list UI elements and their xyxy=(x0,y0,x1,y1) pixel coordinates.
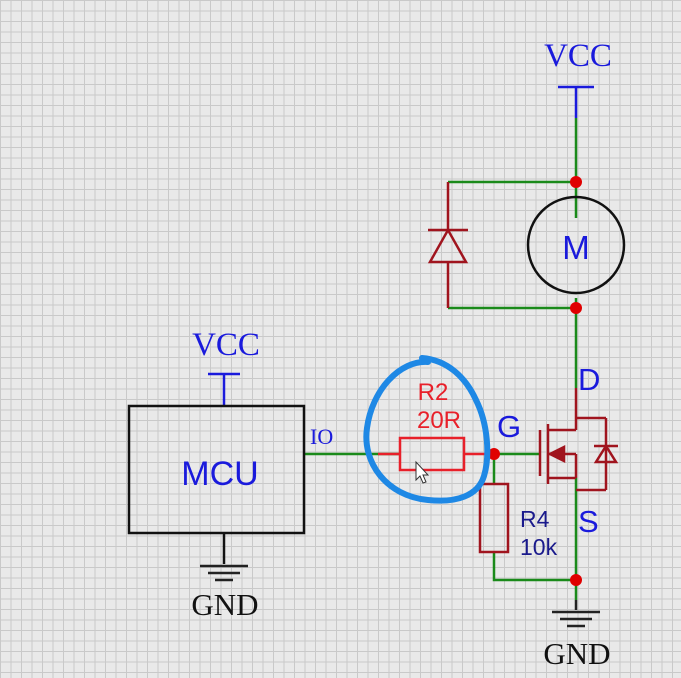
vcc-symbol-top: VCC xyxy=(544,38,612,118)
junction-motor-bottom xyxy=(570,302,582,314)
vcc-label-top: VCC xyxy=(544,38,612,74)
io-pin-label: IO xyxy=(310,424,333,449)
gnd-symbol-right: GND xyxy=(543,600,611,671)
r4-value-label: 10k xyxy=(520,534,558,560)
highlight-annotation xyxy=(363,355,491,504)
vcc-symbol-mcu: VCC xyxy=(192,327,260,406)
junction-source xyxy=(570,574,582,586)
gnd-symbol-mcu: GND xyxy=(191,564,259,622)
mosfet: G D S xyxy=(497,362,619,539)
junction-motor-top xyxy=(570,176,582,188)
mcu-label: MCU xyxy=(181,455,258,493)
motor-label: M xyxy=(562,229,590,266)
r2-value-label: 20R xyxy=(417,407,461,434)
wire-r4-to-ground xyxy=(492,552,576,582)
mcu-block: MCU IO xyxy=(127,404,333,564)
junction-gate xyxy=(488,448,500,460)
resistor-r2: R2 20R xyxy=(378,379,494,472)
r4-name-label: R4 xyxy=(520,506,550,532)
gnd-label-mcu: GND xyxy=(191,587,258,622)
resistor-r4: R4 10k xyxy=(478,482,558,560)
motor: M xyxy=(526,195,626,295)
gate-label: G xyxy=(497,409,521,444)
vcc-label-mcu: VCC xyxy=(192,327,260,363)
mouse-cursor-icon xyxy=(415,460,430,484)
gnd-label-right: GND xyxy=(543,636,610,671)
drain-label: D xyxy=(578,362,600,397)
r2-name-label: R2 xyxy=(418,379,449,406)
flyback-diode xyxy=(427,182,469,308)
junctions xyxy=(488,176,582,586)
source-label: S xyxy=(578,504,599,539)
